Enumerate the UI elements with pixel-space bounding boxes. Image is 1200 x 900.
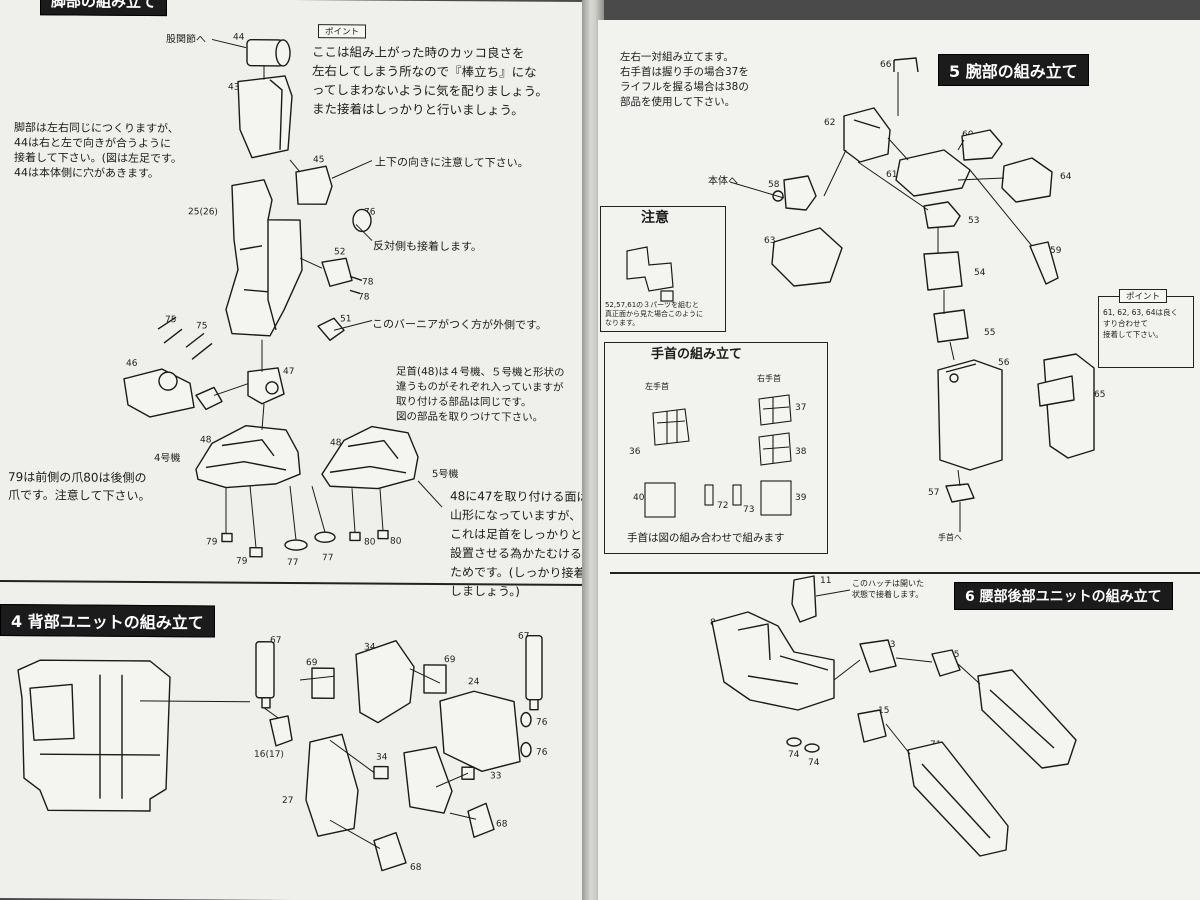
- left-hand-label: 左手首: [645, 382, 669, 391]
- arm-assembly-diagram: [729, 57, 1095, 532]
- part-number: 62: [824, 118, 836, 128]
- caution-box: 注意 52,57,61の３パーツを組むと 真正面から見た場合このように なります…: [600, 206, 726, 332]
- part-number: 66: [880, 60, 892, 70]
- part-number: 73: [743, 505, 755, 515]
- part-number: 55: [984, 328, 996, 338]
- label-to-wrist: 手首へ: [938, 533, 962, 542]
- bleed-through-text: [1028, 626, 1038, 642]
- part-number: 54: [974, 268, 986, 278]
- part-number: 38: [795, 447, 807, 457]
- part-number: 59: [1050, 246, 1062, 256]
- caution-diagram: [626, 246, 674, 302]
- part-number: 40: [633, 493, 645, 503]
- section6-number: 6: [965, 589, 975, 605]
- back-unit-diagram: [17, 634, 543, 872]
- right-hand-label: 右手首: [757, 374, 781, 383]
- part-number: 39: [795, 493, 807, 503]
- bleed-through-text: [210, 689, 240, 705]
- part-number: 65: [1094, 390, 1106, 400]
- point-text-right: 61, 62, 63, 64は良く すり合わせて 接着して下さい。: [1103, 308, 1178, 339]
- section5-number: 5: [949, 62, 961, 81]
- part-number: 58: [768, 180, 780, 190]
- right-page: 5 腕部の組み立て 左右一対組み立てます。 右手首は握り手の場合37を ライフル…: [598, 20, 1200, 900]
- note-pair: 左右一対組み立てます。 右手首は握り手の場合37を ライフルを握る場合は38の …: [620, 51, 749, 108]
- point-box-right: ポイント 61, 62, 63, 64は良く すり合わせて 接着して下さい。: [1098, 289, 1194, 368]
- section-divider-right: [610, 572, 1200, 574]
- waist-rear-diagram: [711, 575, 1077, 857]
- part-number: 11: [820, 576, 832, 586]
- part-number: 53: [968, 216, 980, 226]
- section6-header: 6 腰部後部ユニットの組み立て: [954, 582, 1173, 610]
- part-number: 63: [764, 236, 776, 246]
- caution-title: 注意: [641, 210, 669, 226]
- part-number: 61: [886, 170, 898, 180]
- section6-title: 腰部後部ユニットの組み立て: [979, 589, 1162, 605]
- part-number: 57: [928, 488, 940, 498]
- leg-assembly-diagram: [123, 38, 443, 558]
- part-number: 15: [878, 706, 890, 716]
- section5-header: 5 腕部の組み立て: [938, 54, 1089, 86]
- part-number: 36: [629, 447, 641, 457]
- part-number: 64: [1060, 172, 1072, 182]
- left-page: 脚部の組み立て ポイント ここは組み上がった時のカッコ良さを 左右してしまう所な…: [0, 0, 588, 900]
- section5-title: 腕部の組み立て: [965, 62, 1078, 81]
- part-number: 37: [795, 403, 807, 413]
- part-number: 74: [808, 758, 820, 768]
- wrist-box: 手首の組み立て 左手首 右手首 36 37 38: [604, 342, 828, 554]
- point-badge-right: ポイント: [1119, 289, 1168, 303]
- wrist-diagram: [644, 394, 792, 518]
- wrist-note: 手首は図の組み合わせで組みます: [627, 532, 785, 544]
- part-number: 74: [788, 750, 800, 760]
- part-number: 72: [717, 501, 729, 511]
- label-body: 本体へ: [708, 176, 738, 187]
- note-hatch: このハッチは開いた 状態で接着します。: [852, 579, 924, 599]
- wrist-title: 手首の組み立て: [651, 347, 743, 362]
- caution-text: 52,57,61の３パーツを組むと 真正面から見た場合このように なります。: [605, 301, 703, 327]
- part-number: 56: [998, 358, 1010, 368]
